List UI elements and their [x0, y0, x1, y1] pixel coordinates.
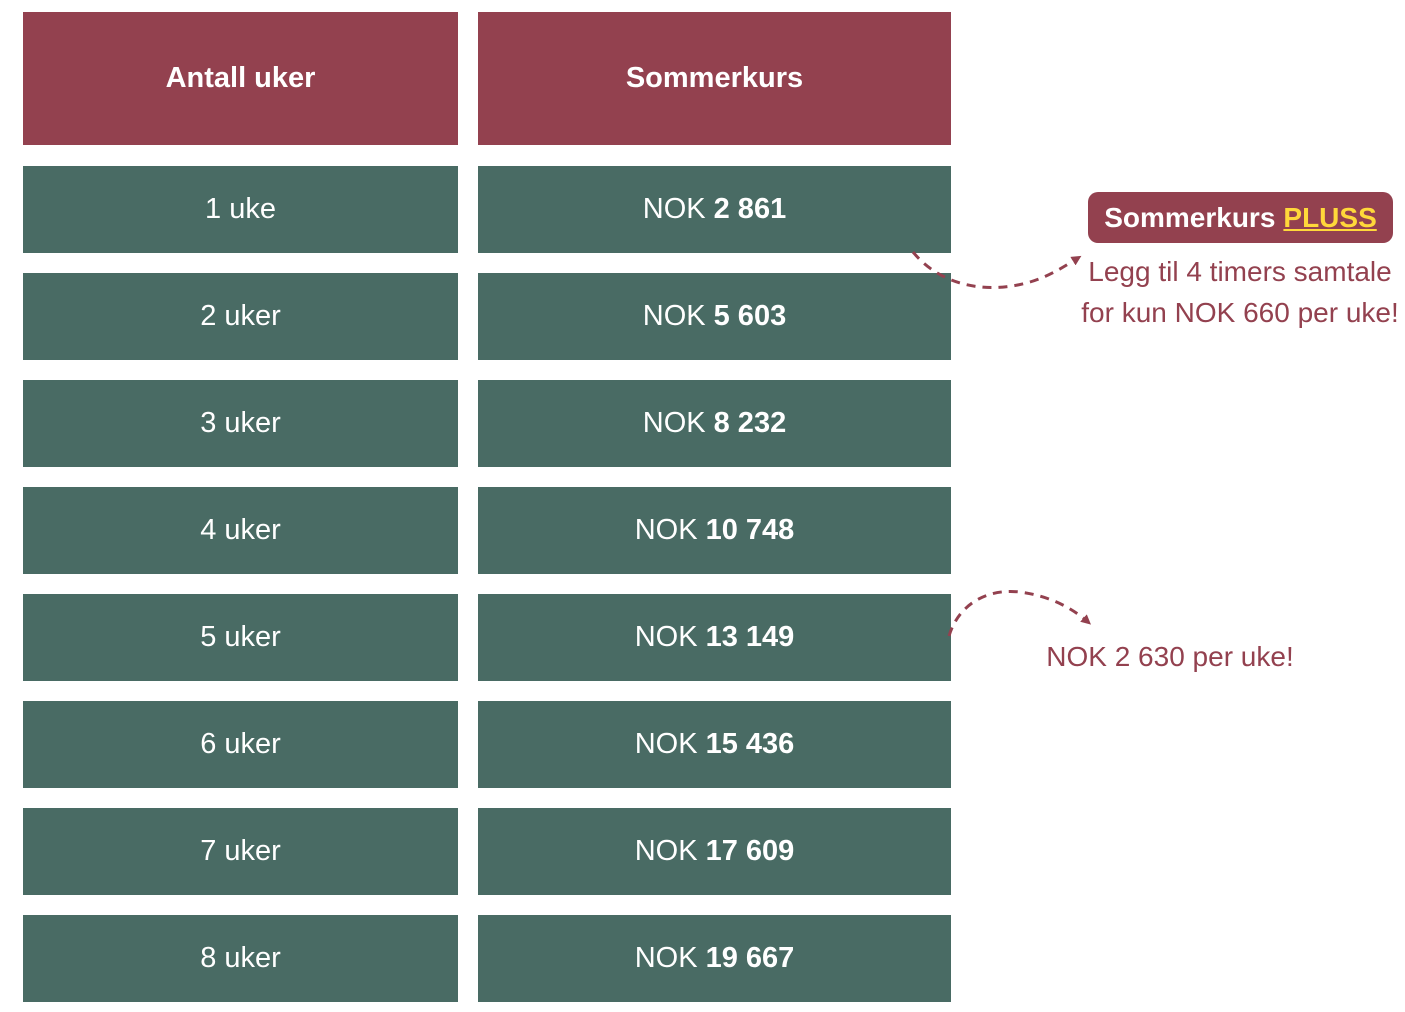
- price-amount: 13 149: [705, 621, 795, 653]
- weeks-cell: 1 uke: [23, 166, 458, 253]
- weeks-cell: 7 uker: [23, 808, 458, 895]
- price-amount: 2 861: [713, 193, 787, 225]
- price-currency: NOK: [634, 835, 698, 867]
- price-currency: NOK: [642, 193, 706, 225]
- price-amount: 17 609: [705, 835, 795, 867]
- weeks-cell: 3 uker: [23, 380, 458, 467]
- badge-highlight: PLUSS: [1283, 201, 1377, 233]
- price-amount: 10 748: [705, 514, 795, 546]
- header-course: Sommerkurs: [478, 12, 951, 145]
- price-amount: 19 667: [705, 942, 795, 974]
- sommerkurs-pluss-badge: Sommerkurs PLUSS: [1088, 192, 1393, 243]
- price-currency: NOK: [634, 621, 698, 653]
- price-currency: NOK: [634, 514, 698, 546]
- price-currency: NOK: [642, 300, 706, 332]
- price-currency: NOK: [642, 407, 706, 439]
- price-amount: 5 603: [713, 300, 787, 332]
- per-week-note: NOK 2 630 per uke!: [1046, 641, 1294, 672]
- price-currency: NOK: [634, 728, 698, 760]
- price-amount: 15 436: [705, 728, 795, 760]
- badge-prefix: Sommerkurs: [1104, 201, 1276, 233]
- weeks-cell: 4 uker: [23, 487, 458, 574]
- weeks-cell: 8 uker: [23, 915, 458, 1002]
- arrow-to-per-week-icon: [947, 589, 1092, 637]
- weeks-cell: 5 uker: [23, 594, 458, 681]
- price-amount: 8 232: [713, 407, 787, 439]
- weeks-cell: 2 uker: [23, 273, 458, 360]
- price-currency: NOK: [634, 942, 698, 974]
- header-weeks: Antall uker: [23, 12, 458, 145]
- weeks-cell: 6 uker: [23, 701, 458, 788]
- pluss-note: Legg til 4 timers samtale for kun NOK 66…: [1081, 256, 1399, 328]
